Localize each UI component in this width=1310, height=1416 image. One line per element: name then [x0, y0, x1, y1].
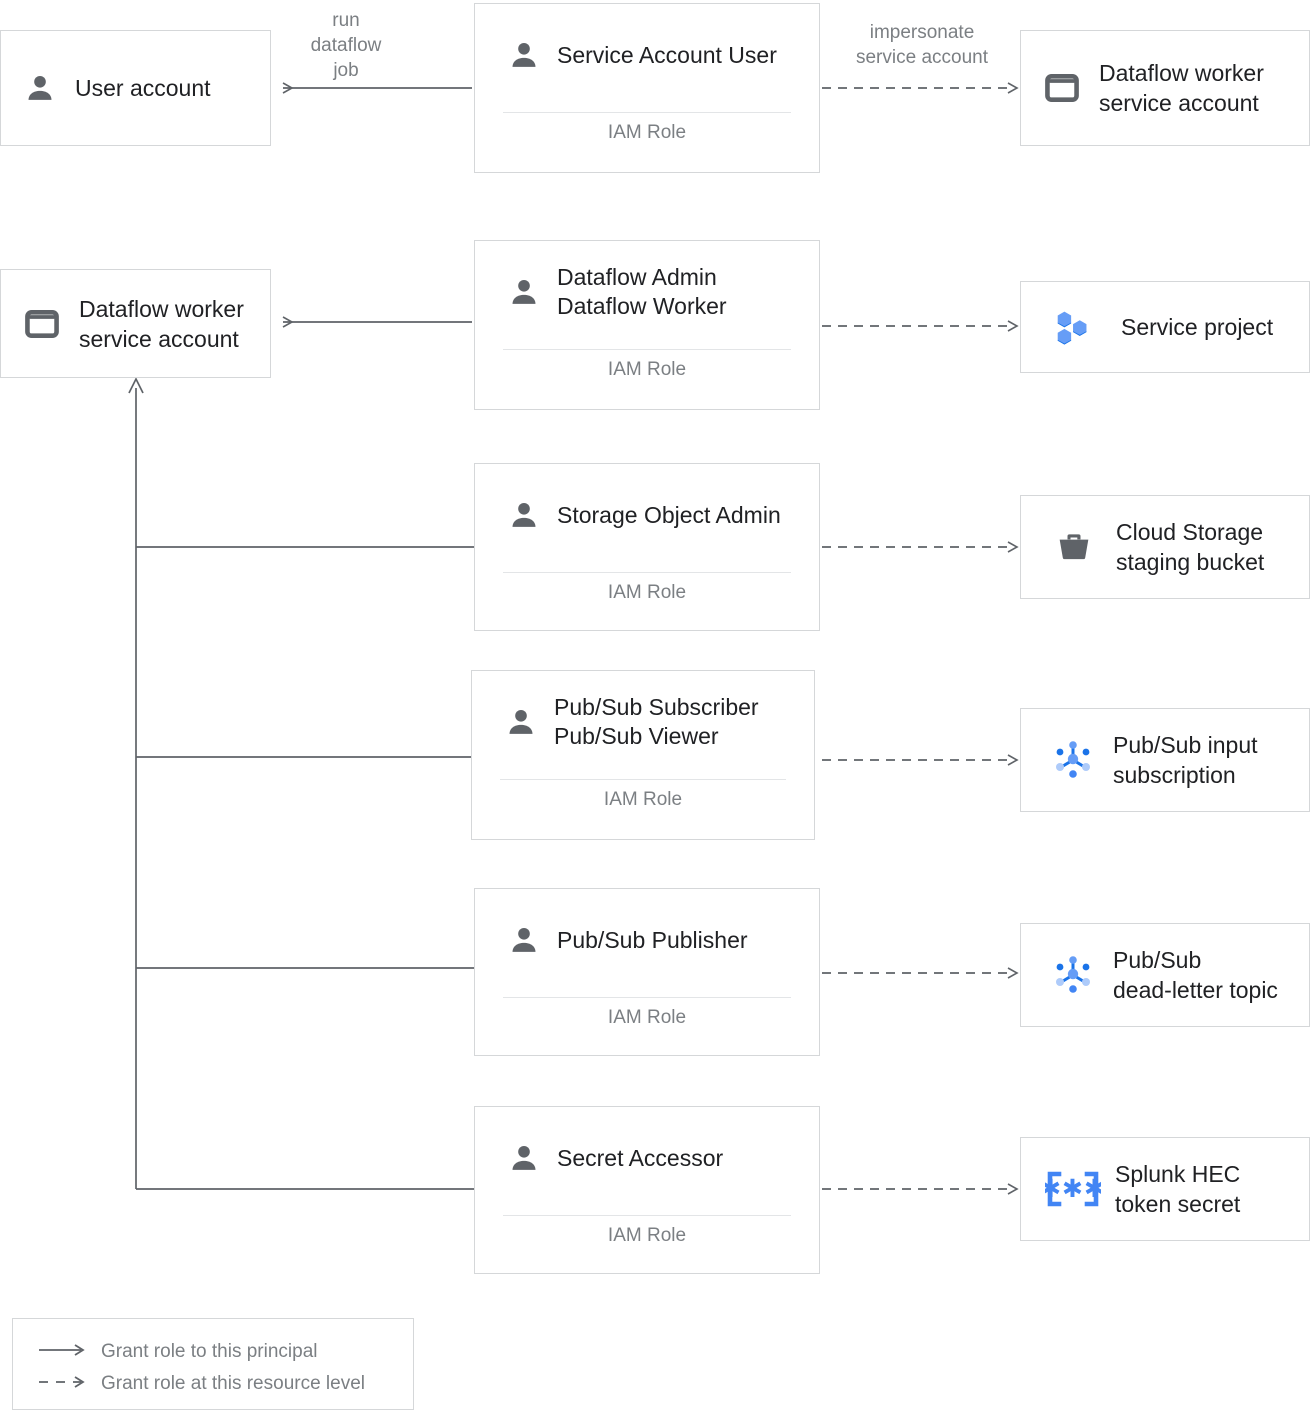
role-divider [503, 112, 791, 113]
role-card-pubsub-subscriber-viewer[interactable]: Pub/Sub Subscriber Pub/Sub Viewer IAM Ro… [471, 670, 815, 840]
resource-cloud-storage-staging-bucket-label: Cloud Storage staging bucket [1116, 519, 1265, 575]
role-card-storage-object-admin-header: Storage Object Admin [475, 464, 819, 566]
role-card-pubsub-publisher-header: Pub/Sub Publisher [475, 889, 819, 991]
role-card-dataflow-admin-worker-sub: IAM Role [607, 359, 687, 380]
role-card-secret-accessor[interactable]: Secret Accessor IAM Role [474, 1106, 820, 1274]
pubsub-icon [1049, 736, 1097, 784]
entity-user-account-label: User account [75, 75, 211, 101]
person-icon [507, 275, 541, 309]
role-card-pubsub-subscriber-viewer-sub: IAM Role [603, 789, 683, 810]
role-divider [503, 1215, 791, 1216]
role-card-service-account-user-sub: IAM Role [607, 122, 687, 143]
entity-dataflow-worker-service-account-label: Dataflow worker service account [79, 295, 244, 352]
resource-pubsub-dead-letter-topic-content: Pub/Sub dead-letter topic [1021, 945, 1309, 1005]
resource-pubsub-input-subscription-label: Pub/Sub input subscription [1113, 732, 1258, 788]
legend-row-solid: Grant role to this principal [13, 1337, 413, 1367]
service-account-icon [23, 305, 61, 343]
role-card-service-account-user-header: Service Account User [475, 4, 819, 106]
role-card-storage-object-admin-label: Storage Object Admin [557, 501, 781, 528]
resource-cloud-storage-staging-bucket-content: Cloud Storage staging bucket [1021, 517, 1309, 577]
solid-arrow-icon [37, 1343, 87, 1362]
role-card-pubsub-publisher-sub: IAM Role [607, 1007, 687, 1028]
person-icon [507, 923, 541, 957]
role-card-secret-accessor-label: Secret Accessor [557, 1144, 724, 1171]
role-card-dataflow-admin-worker-label: Dataflow Admin Dataflow Worker [557, 264, 727, 319]
pubsub-icon [1049, 951, 1097, 999]
role-card-pubsub-publisher[interactable]: Pub/Sub Publisher IAM Role [474, 888, 820, 1056]
svg-text:✱✱✱: ✱✱✱ [1045, 1175, 1101, 1203]
role-card-storage-object-admin-sub: IAM Role [607, 582, 687, 603]
entity-user-account[interactable]: User account [0, 30, 271, 146]
resource-pubsub-dead-letter-topic[interactable]: Pub/Sub dead-letter topic [1020, 923, 1310, 1027]
person-icon [507, 498, 541, 532]
person-icon [23, 71, 57, 105]
edge-label-run-dataflow-job: run dataflow job [310, 10, 382, 81]
role-divider [503, 997, 791, 998]
role-divider [500, 779, 786, 780]
resource-pubsub-input-subscription-content: Pub/Sub input subscription [1021, 730, 1309, 790]
entity-dataflow-worker-service-account[interactable]: Dataflow worker service account [0, 269, 271, 378]
role-card-storage-object-admin[interactable]: Storage Object Admin IAM Role [474, 463, 820, 631]
person-icon [504, 705, 538, 739]
legend-row-dashed: Grant role at this resource level [13, 1369, 413, 1399]
person-icon [507, 38, 541, 72]
wire-trunk-arrowhead [128, 377, 144, 394]
role-card-dataflow-admin-worker[interactable]: Dataflow Admin Dataflow Worker IAM Role [474, 240, 820, 410]
dashed-arrow-icon [37, 1375, 87, 1394]
legend: Grant role to this principal Grant role … [12, 1318, 414, 1410]
role-card-dataflow-admin-worker-header: Dataflow Admin Dataflow Worker [475, 241, 819, 343]
entity-user-account-content: User account [1, 71, 270, 105]
entity-dataflow-worker-service-account-content: Dataflow worker service account [1, 294, 270, 354]
resource-splunk-hec-token-secret[interactable]: ✱✱✱ Splunk HEC token secret [1020, 1137, 1310, 1241]
role-card-service-account-user-label: Service Account User [557, 41, 777, 68]
resource-service-project-label: Service project [1121, 314, 1274, 340]
project-hexagons-icon [1051, 304, 1097, 350]
role-card-pubsub-publisher-label: Pub/Sub Publisher [557, 926, 748, 953]
role-divider [503, 349, 791, 350]
legend-label-dashed: Grant role at this resource level [101, 1373, 366, 1394]
resource-dataflow-worker-service-account-content: Dataflow worker service account [1021, 58, 1309, 118]
resource-pubsub-input-subscription[interactable]: Pub/Sub input subscription [1020, 708, 1310, 812]
resource-dataflow-worker-service-account-label: Dataflow worker service account [1099, 60, 1264, 116]
edge-label-impersonate-service-account: impersonate service account [855, 22, 988, 68]
resource-splunk-hec-token-secret-content: ✱✱✱ Splunk HEC token secret [1021, 1159, 1309, 1219]
role-card-pubsub-subscriber-viewer-label: Pub/Sub Subscriber Pub/Sub Viewer [554, 694, 759, 749]
resource-service-project-content: Service project [1021, 304, 1309, 350]
resource-splunk-hec-token-secret-label: Splunk HEC token secret [1115, 1161, 1241, 1217]
role-card-service-account-user[interactable]: Service Account User IAM Role [474, 3, 820, 173]
role-card-secret-accessor-header: Secret Accessor [475, 1107, 819, 1209]
secret-manager-icon: ✱✱✱ [1045, 1167, 1101, 1211]
person-icon [507, 1141, 541, 1175]
role-card-secret-accessor-sub: IAM Role [607, 1225, 687, 1246]
resource-dataflow-worker-service-account[interactable]: Dataflow worker service account [1020, 30, 1310, 146]
resource-service-project[interactable]: Service project [1020, 281, 1310, 373]
storage-bucket-icon [1054, 527, 1094, 567]
service-account-icon [1043, 69, 1081, 107]
resource-cloud-storage-staging-bucket[interactable]: Cloud Storage staging bucket [1020, 495, 1310, 599]
legend-label-solid: Grant role to this principal [101, 1341, 318, 1362]
role-divider [503, 572, 791, 573]
resource-pubsub-dead-letter-topic-label: Pub/Sub dead-letter topic [1113, 947, 1278, 1003]
role-card-pubsub-subscriber-viewer-header: Pub/Sub Subscriber Pub/Sub Viewer [472, 671, 814, 773]
